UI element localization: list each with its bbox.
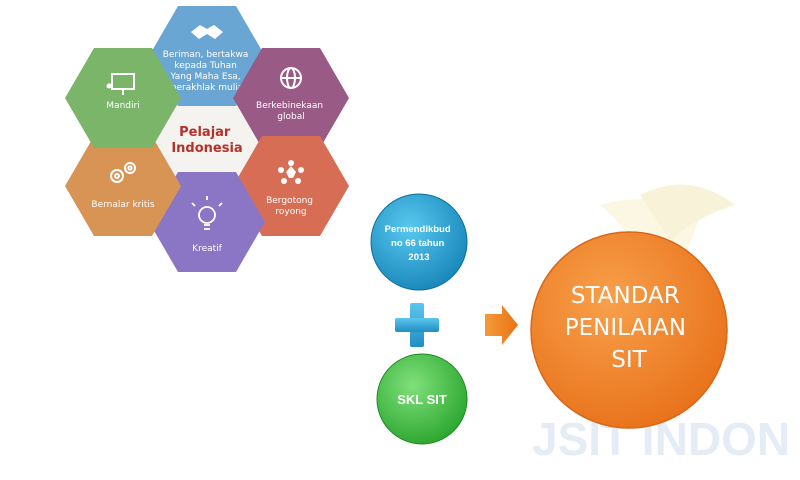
pelajar-profile-diagram: Beriman, bertakwa kepada Tuhan Yang Maha… <box>65 6 349 272</box>
lightbulb-icon <box>191 196 223 230</box>
hex-kreatif-label: Kreatif <box>192 244 222 254</box>
handshake-icon <box>191 25 223 39</box>
permendikbud-label: Permendikbud no 66 tahun 2013 <box>385 224 454 263</box>
gears-icon <box>110 162 136 183</box>
hex-berkebinekaan-label: Berkebinekaan global <box>256 101 326 122</box>
skl-sit-label: SKL SIT <box>397 392 447 407</box>
watermark-logo-leaf <box>640 184 735 240</box>
people-circle-icon <box>278 160 304 184</box>
standard-flow: Permendikbud no 66 tahun 2013 SKL SIT ST… <box>370 193 728 445</box>
arrow-right-icon <box>485 305 518 345</box>
hex-bernalar-label: Bernalar kritis <box>91 200 154 210</box>
profile-center: Pelajar Indonesia <box>171 125 242 156</box>
skl-sit-circle: SKL SIT <box>376 353 468 445</box>
globe-icon <box>280 67 302 89</box>
hex-beriman-label: Beriman, bertakwa kepada Tuhan Yang Maha… <box>163 50 252 93</box>
hex-gotong-royong-label: Bergotong royong <box>266 196 316 217</box>
hex-bernalar: Bernalar kritis <box>65 136 181 236</box>
permendikbud-circle: Permendikbud no 66 tahun 2013 <box>370 193 468 291</box>
profile-center-label: Pelajar Indonesia <box>171 125 242 156</box>
hex-gotong-royong: Bergotong royong <box>233 136 349 236</box>
standar-penilaian-label: STANDAR PENILAIAN SIT <box>565 283 694 373</box>
hex-berkebinekaan: Berkebinekaan global <box>233 48 349 148</box>
hex-mandiri-label: Mandiri <box>106 101 139 111</box>
hex-kreatif: Kreatif <box>149 172 265 272</box>
hex-mandiri: Mandiri <box>65 48 181 148</box>
hex-beriman: Beriman, bertakwa kepada Tuhan Yang Maha… <box>149 6 265 106</box>
presentation-icon <box>106 73 135 95</box>
plus-icon <box>395 303 439 347</box>
standar-penilaian-circle: STANDAR PENILAIAN SIT <box>530 231 728 429</box>
